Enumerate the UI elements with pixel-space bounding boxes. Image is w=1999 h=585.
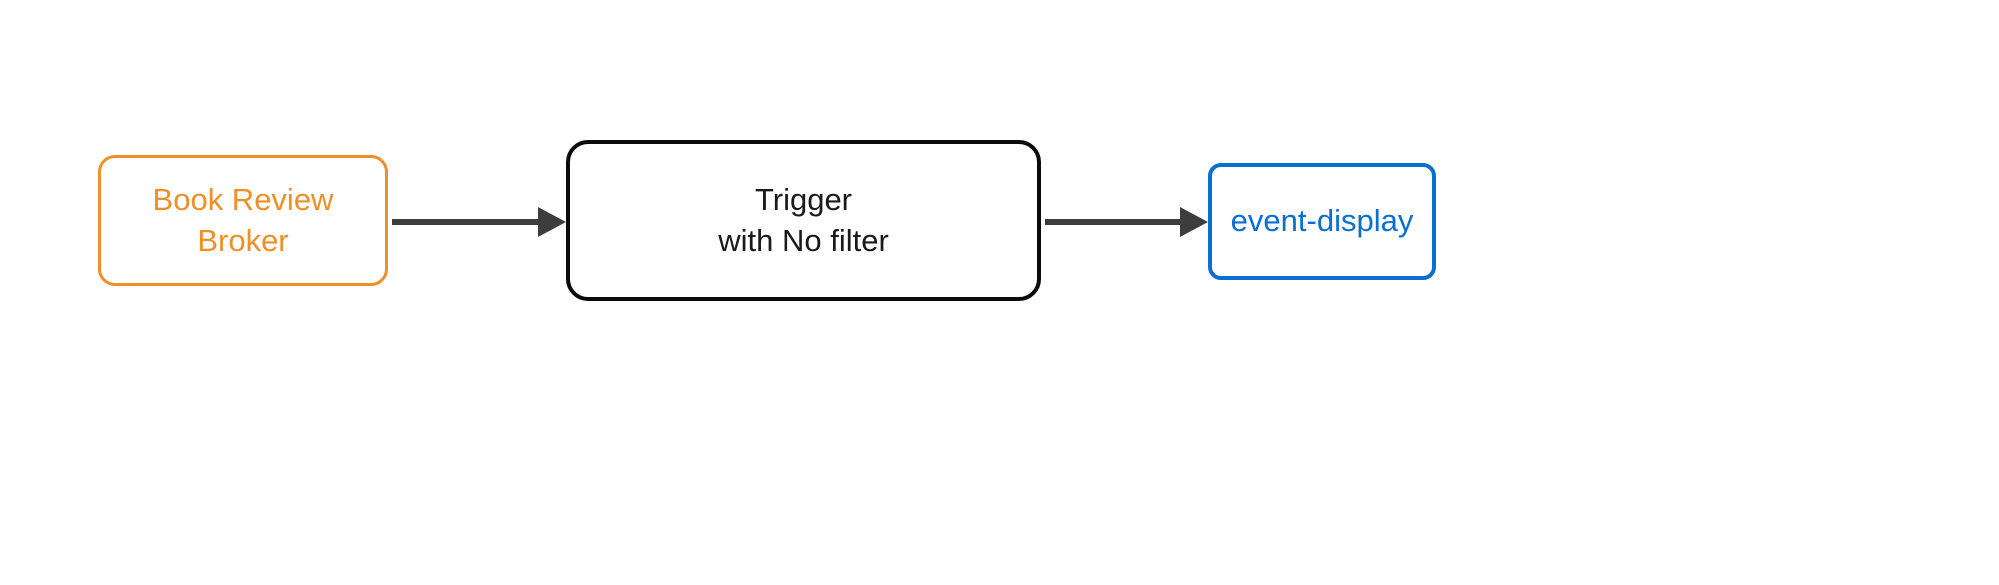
arrowhead-icon [538, 207, 566, 237]
node-event-display[interactable]: event-display [1208, 163, 1436, 280]
node-book-review-broker-label: Book Review Broker [152, 182, 334, 258]
edge-broker-to-trigger-shaft [392, 219, 542, 225]
edge-trigger-to-event-display-shaft [1045, 219, 1184, 225]
arrowhead-icon [1180, 207, 1208, 237]
node-trigger-label: Trigger with No filter [718, 182, 889, 258]
node-event-display-label: event-display [1230, 203, 1414, 239]
node-trigger-with-no-filter[interactable]: Trigger with No filter [566, 140, 1041, 301]
node-book-review-broker[interactable]: Book Review Broker [98, 155, 388, 286]
